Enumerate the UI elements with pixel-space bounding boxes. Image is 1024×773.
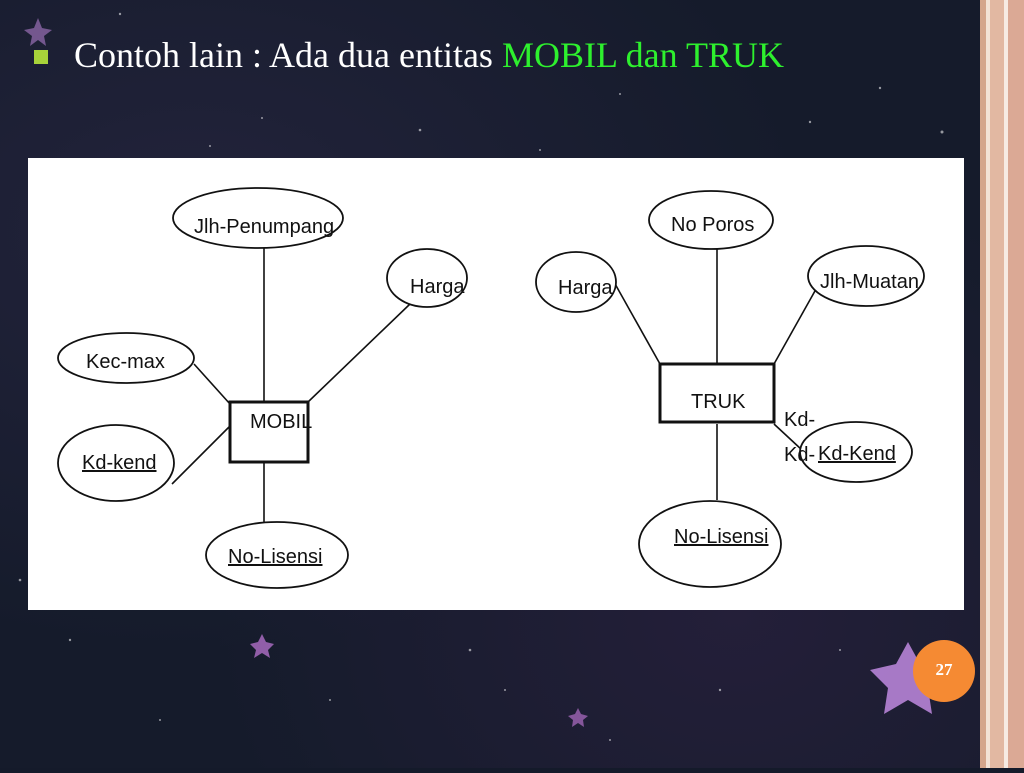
slide-heading: Contoh lain : Ada dua entitas MOBIL dan … bbox=[74, 34, 784, 76]
entity-box-mobil bbox=[228, 400, 310, 464]
star-shape-small bbox=[24, 18, 52, 46]
attribute-ellipse bbox=[648, 190, 774, 250]
border-stripe bbox=[980, 0, 986, 768]
attribute-ellipse bbox=[386, 248, 468, 308]
entity-box-truk bbox=[658, 362, 776, 424]
attribute-label-key: No-Lisensi bbox=[674, 526, 768, 548]
attribute-label: Kec-max bbox=[86, 351, 165, 373]
border-stripe bbox=[990, 0, 1004, 768]
stray-label: Kd- bbox=[784, 409, 815, 431]
border-stripe bbox=[1008, 0, 1024, 768]
page-number: 27 bbox=[935, 660, 953, 679]
star-shape-small bbox=[568, 708, 588, 727]
er-diagram: MOBIL Jlh-Penumpang Harga Kec-max Kd-ken… bbox=[28, 158, 964, 610]
attribute-ellipse bbox=[799, 421, 913, 483]
attribute-ellipse bbox=[205, 521, 349, 589]
er-diagram-canvas: MOBIL Jlh-Penumpang Harga Kec-max Kd-ken… bbox=[57, 187, 925, 589]
border-stripe bbox=[1004, 0, 1008, 768]
attribute-ellipse bbox=[638, 500, 782, 588]
attribute-label-key: No-Lisensi bbox=[228, 546, 322, 568]
attribute-label-key: Kd-kend bbox=[82, 452, 157, 474]
connector-line bbox=[307, 303, 411, 403]
attribute-label-key: Kd-Kend bbox=[818, 443, 896, 465]
attribute-label: Harga bbox=[558, 277, 613, 299]
heading-accent: MOBIL dan TRUK bbox=[501, 35, 784, 75]
attribute-ellipse bbox=[57, 424, 175, 502]
entity-label-truk: TRUK bbox=[691, 391, 746, 413]
attribute-label: Jlh-Penumpang bbox=[194, 216, 334, 238]
attribute-ellipse bbox=[807, 245, 925, 307]
connector-line bbox=[773, 281, 821, 365]
stray-label: Kd- bbox=[784, 444, 815, 466]
attribute-label: Jlh-Muatan bbox=[820, 271, 919, 293]
entity-label-mobil: MOBIL bbox=[250, 411, 312, 433]
attribute-ellipse bbox=[172, 187, 344, 249]
connector-line bbox=[773, 423, 803, 451]
attribute-ellipse bbox=[535, 251, 617, 313]
bullet-marker bbox=[34, 50, 48, 64]
attribute-label: Harga bbox=[410, 276, 465, 298]
connector-line bbox=[171, 425, 231, 485]
connector-line bbox=[193, 363, 231, 405]
border-stripe bbox=[986, 0, 990, 768]
attribute-ellipse bbox=[57, 332, 195, 384]
connector-line bbox=[613, 281, 661, 365]
heading-text: Contoh lain : Ada dua entitas bbox=[74, 35, 502, 75]
attribute-label: No Poros bbox=[671, 214, 754, 236]
page-number-badge: 27 bbox=[913, 640, 975, 702]
star-shape-small bbox=[250, 634, 274, 658]
